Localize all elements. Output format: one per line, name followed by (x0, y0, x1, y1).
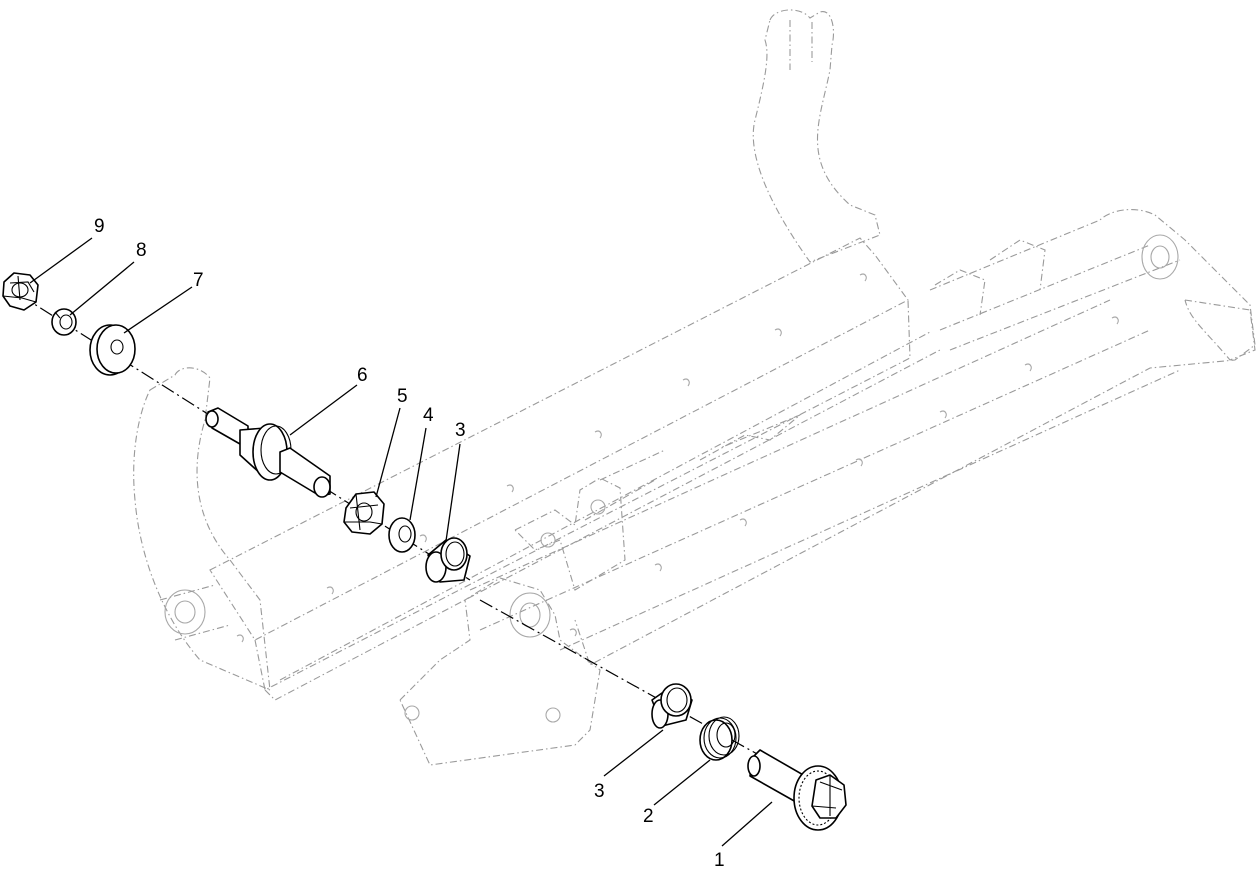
leader-6 (289, 384, 358, 436)
callout-3-upper: 3 (455, 420, 466, 441)
callout-6: 6 (357, 365, 368, 386)
leader-lines (29, 237, 773, 847)
phantom-frame-assembly (133, 9, 1256, 766)
part-2-spring-coil (699, 716, 740, 761)
phantom-pivot-boss-right (1141, 234, 1179, 280)
callout-labels: 9 8 7 6 5 4 3 3 2 1 (94, 216, 725, 871)
leader-7 (123, 286, 193, 334)
part-3-bushing-lower (651, 683, 693, 729)
leader-3b (603, 729, 664, 777)
callout-1: 1 (714, 850, 725, 871)
phantom-main-beam (209, 237, 909, 641)
part-1-flange-bolt (747, 749, 847, 831)
part-6-pivot-shaft (205, 407, 331, 498)
phantom-pivot-boss-lower (509, 592, 551, 638)
leader-4 (409, 427, 427, 521)
phantom-rivets (236, 273, 1119, 643)
part-3-bushing-upper (425, 537, 471, 583)
callout-2: 2 (643, 806, 654, 827)
part-9-lock-nut (2, 272, 39, 311)
leader-8 (69, 261, 135, 316)
part-8-lock-washer (51, 308, 77, 336)
callout-5: 5 (397, 386, 408, 407)
callout-9: 9 (94, 216, 105, 237)
phantom-right-rail (574, 209, 1256, 666)
callout-3-lower: 3 (594, 781, 605, 802)
leader-5 (375, 407, 401, 498)
callout-8: 8 (136, 240, 147, 261)
phantom-center-bracket (514, 477, 626, 591)
leader-3a (445, 443, 461, 542)
leader-2 (653, 759, 711, 806)
phantom-upright-arm (752, 9, 881, 263)
part-7-flat-washer (89, 324, 136, 376)
leader-9 (29, 237, 93, 284)
part-4-washer (388, 517, 416, 553)
callout-4: 4 (423, 405, 434, 426)
phantom-lower-rail (469, 299, 1181, 651)
phantom-lower-mount (399, 577, 601, 766)
phantom-left-arm (133, 367, 271, 691)
part-5-hex-nut (343, 491, 385, 535)
callout-7: 7 (193, 270, 204, 291)
phantom-pivot-boss-left (164, 589, 206, 635)
leader-1 (721, 801, 773, 847)
